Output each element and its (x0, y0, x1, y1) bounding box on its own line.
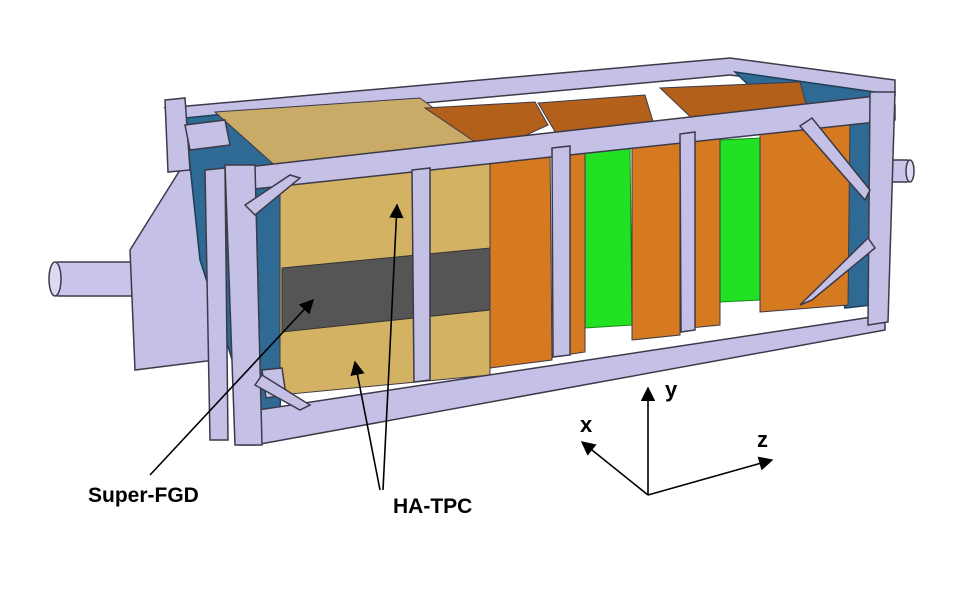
annotation-arrows (149, 203, 404, 491)
ha-tpc-label: HA-TPC (393, 495, 472, 518)
z-axis-arrow (647, 456, 774, 496)
x-axis-label: x (580, 412, 593, 437)
z-axis-label: z (757, 427, 768, 452)
ha-tpc-arrow-right (382, 203, 404, 491)
orange-panels (423, 81, 851, 369)
front-frame (164, 91, 896, 446)
y-axis-label: y (665, 377, 678, 402)
super-fgd-arrow (149, 298, 314, 476)
x-axis-arrow (580, 441, 649, 496)
super-fgd-label: Super-FGD (88, 484, 199, 507)
green-module-2 (719, 137, 761, 303)
coordinate-axes (580, 386, 774, 496)
green-module-1 (584, 147, 633, 329)
ha-tpc-arrow-left (350, 360, 381, 491)
